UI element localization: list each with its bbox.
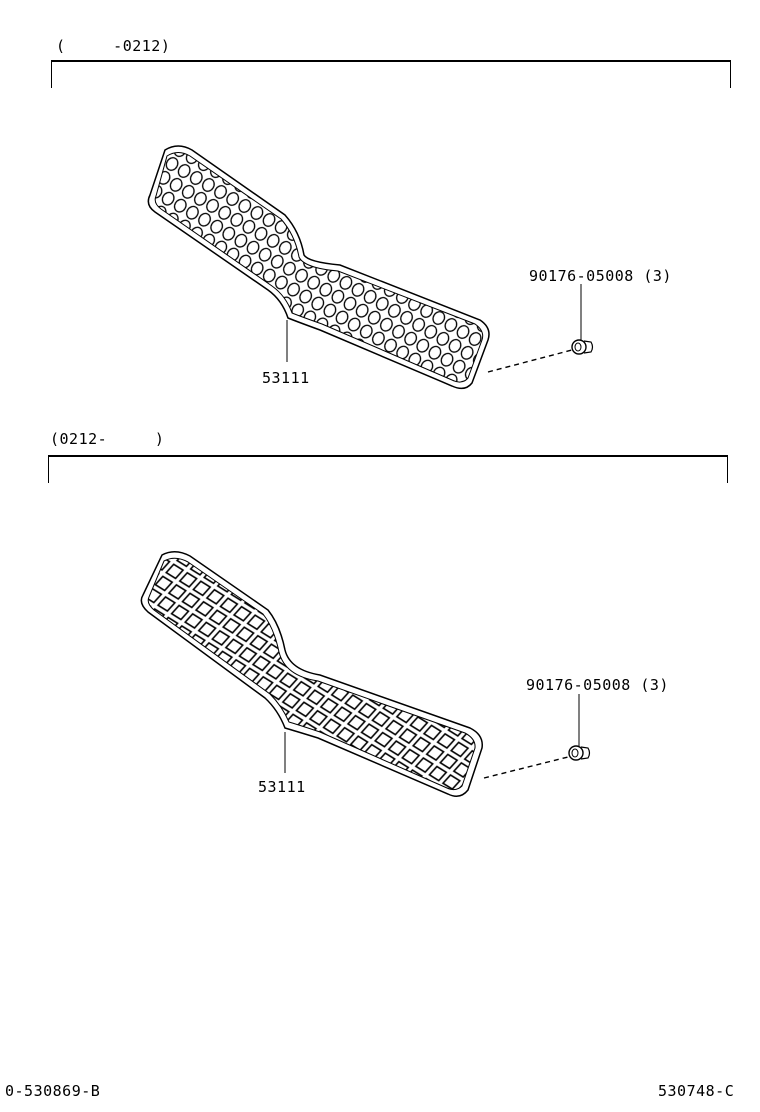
section-bracket-2 <box>48 455 728 483</box>
section-bracket-1 <box>51 60 731 88</box>
part-number-53111-a[interactable]: 53111 <box>262 369 310 387</box>
pedal-pad-diamond-grid <box>140 551 483 797</box>
dashed-leader-clip-a <box>487 349 573 373</box>
part-number-90176-05008-b[interactable]: 90176-05008 (3) <box>526 676 669 694</box>
part-number-53111-b[interactable]: 53111 <box>258 778 306 796</box>
footer-right-code: 530748-C <box>658 1082 735 1100</box>
range-label-before-0212: ( -0212) <box>56 37 171 55</box>
footer-left-code: 0-530869-B <box>5 1082 101 1100</box>
dashed-leader-clip-b <box>483 756 569 779</box>
part-number-90176-05008-a[interactable]: 90176-05008 (3) <box>529 267 672 285</box>
clip-fastener-icon <box>571 339 594 355</box>
range-label-after-0212: (0212- ) <box>50 430 165 448</box>
clip-fastener-icon <box>568 745 591 761</box>
pedal-pad-round-holes <box>147 145 490 390</box>
